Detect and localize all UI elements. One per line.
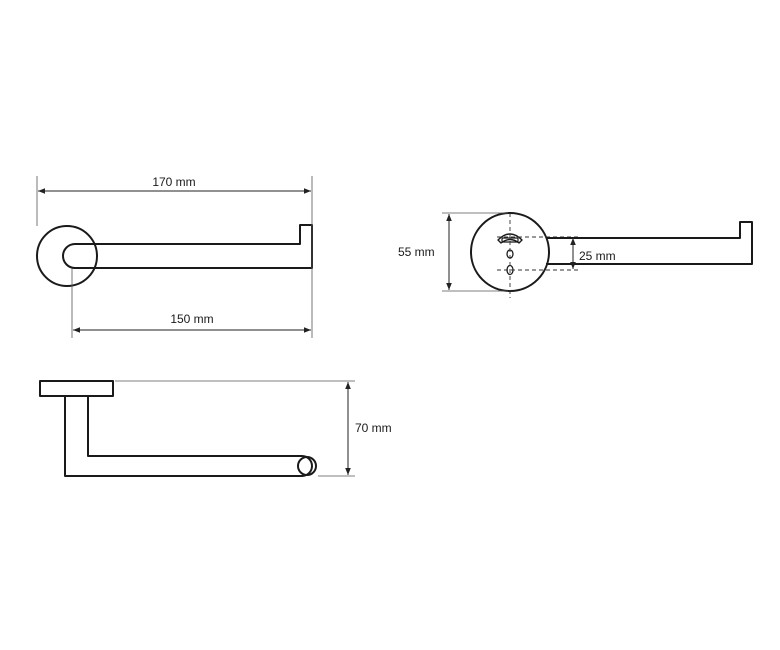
- top-view-rosette: [36, 225, 98, 287]
- dim-label-25: 25 mm: [579, 249, 616, 263]
- side-view-wall-plate: [39, 380, 114, 397]
- dim-label-150: 150 mm: [170, 312, 213, 326]
- dim-label-55: 55 mm: [398, 245, 435, 259]
- front-view-bar: [546, 221, 753, 265]
- top-view-bar: [62, 224, 313, 269]
- front-view: 55 mm 25 mm: [398, 212, 753, 298]
- side-view-arm: [64, 396, 313, 477]
- side-view: 70 mm: [39, 380, 392, 477]
- dim-label-70: 70 mm: [355, 421, 392, 435]
- side-view-bar-end: [297, 456, 317, 476]
- dim-label-170: 170 mm: [152, 175, 195, 189]
- top-view: 170 mm 150 mm: [36, 175, 313, 338]
- mounting-bracket-slot: [497, 233, 523, 244]
